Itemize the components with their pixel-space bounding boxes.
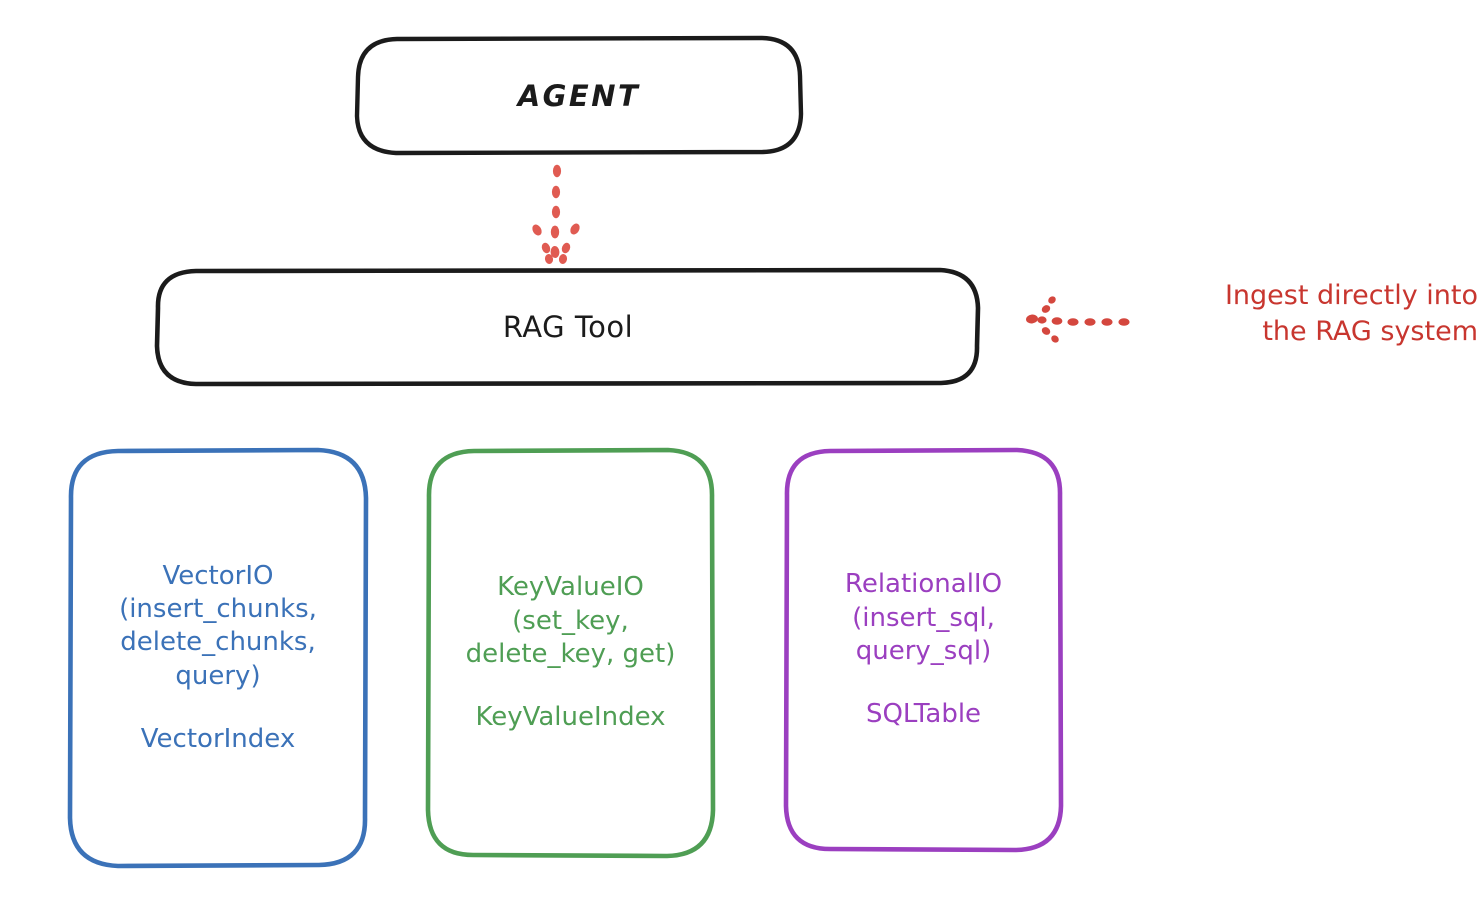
node-key-value-io-subtitle: KeyValueIndex <box>475 702 666 733</box>
node-key-value-io[interactable]: KeyValueIO (set_key, delete_key, get) Ke… <box>428 450 713 856</box>
node-relational-io-title: RelationalIO (insert_sql, query_sql) <box>844 569 1003 666</box>
node-vector-io[interactable]: VectorIO (insert_chunks, delete_chunks, … <box>70 450 366 866</box>
node-vector-io-subtitle: VectorIndex <box>140 723 296 754</box>
agent-box-outline <box>354 35 804 156</box>
vectorio-box-outline <box>67 447 369 869</box>
ingest-to-rag-tool-connector <box>1026 296 1130 343</box>
annotation-ingest-directly: Ingest directly into the RAG system <box>1224 280 1478 348</box>
rag-tool-box-outline <box>154 267 981 387</box>
node-rag-tool[interactable]: RAG Tool <box>157 270 979 384</box>
node-relational-io[interactable]: RelationalIO (insert_sql, query_sql) SQL… <box>786 450 1061 850</box>
node-rag-tool-label: RAG Tool <box>502 310 634 344</box>
node-agent-label: AGENT <box>517 78 641 113</box>
node-relational-io-subtitle: SQLTable <box>865 699 982 730</box>
node-key-value-io-title: KeyValueIO (set_key, delete_key, get) <box>465 572 676 669</box>
node-agent[interactable]: AGENT <box>357 38 801 153</box>
relationalio-box-outline <box>783 447 1064 853</box>
agent-to-rag-tool-connector <box>532 164 580 264</box>
keyvalueio-box-outline <box>425 447 716 859</box>
node-vector-io-title: VectorIO (insert_chunks, delete_chunks, … <box>119 560 317 691</box>
